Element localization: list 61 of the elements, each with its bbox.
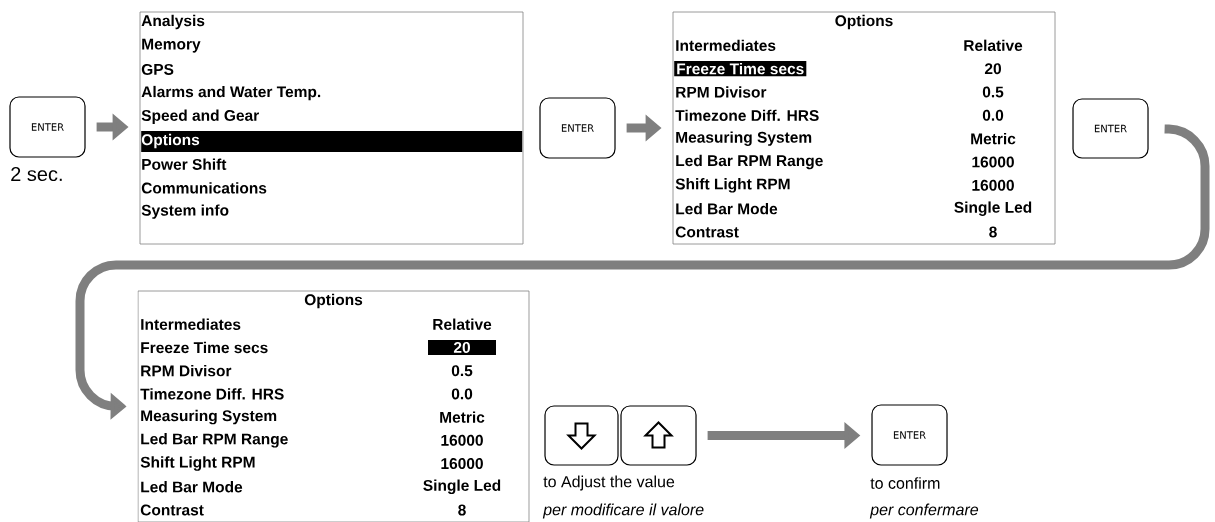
key-label: to confirm — [870, 477, 940, 489]
menu-item: Speed and Gear — [141, 109, 259, 124]
menu-screen — [139, 11, 524, 245]
setting-name: Led Bar RPM Range — [676, 154, 823, 170]
setting-name: Intermediates — [141, 318, 241, 330]
setting-name: Timezone Diff. HRS — [675, 109, 819, 122]
setting-name: Intermediates — [676, 39, 776, 52]
arrow-key — [620, 405, 697, 466]
setting-name: Measuring System — [676, 131, 812, 146]
setting-name: RPM Divisor — [676, 86, 767, 98]
enter-key: ENTER — [9, 96, 86, 158]
selected-setting: Freeze Time secs — [674, 61, 807, 77]
setting-value: 8 — [989, 226, 997, 238]
menu-item: Analysis — [141, 14, 205, 30]
setting-value: Single Led — [954, 201, 1032, 216]
setting-value: 0.0 — [451, 388, 473, 400]
key-label: per confermare — [869, 503, 979, 519]
setting-value: 0.5 — [982, 86, 1004, 98]
enter-key: ENTER — [871, 404, 948, 466]
setting-name: Led Bar Mode — [141, 481, 243, 493]
setting-value: 8 — [458, 504, 466, 516]
enter-key: ENTER — [1072, 98, 1149, 159]
setting-name: Led Bar RPM Range — [141, 433, 288, 448]
setting-value: Single Led — [423, 479, 501, 495]
setting-name: Timezone Diff. HRS — [140, 388, 284, 400]
setting-value: 0.5 — [451, 365, 473, 377]
key-label: per modificare il valore — [542, 503, 704, 519]
setting-value: 0.0 — [982, 109, 1004, 121]
setting-name: RPM Divisor — [141, 365, 232, 377]
setting-name: Contrast — [140, 504, 204, 516]
key-label: to Adjust the value — [543, 475, 675, 491]
key-label: 2 sec. — [11, 166, 62, 182]
setting-value: 16000 — [441, 434, 483, 446]
setting-value: 16000 — [972, 179, 1014, 191]
setting-name: Freeze Time secs — [141, 341, 268, 354]
menu-item: GPS — [141, 63, 174, 75]
screen-title: Options — [304, 293, 363, 309]
setting-value: Relative — [964, 39, 1023, 52]
setting-value: 16000 — [441, 458, 483, 470]
setting-value: 16000 — [972, 156, 1014, 168]
screen-title: Options — [835, 14, 893, 30]
options-screen — [672, 11, 1056, 245]
setting-name: Led Bar Mode — [676, 203, 778, 215]
menu-item: Memory — [142, 38, 201, 53]
setting-value: Relative — [433, 318, 492, 330]
enter-key: ENTER — [539, 97, 616, 159]
selected-value: 20 — [428, 339, 496, 355]
setting-value: 20 — [984, 63, 1001, 75]
menu-item: Communications — [141, 182, 267, 194]
setting-value: Metric — [971, 133, 1016, 145]
setting-name: Shift Light RPM — [140, 456, 255, 471]
setting-value: Metric — [440, 411, 485, 423]
menu-item: System info — [141, 204, 229, 219]
setting-name: Shift Light RPM — [675, 178, 790, 193]
arrow-key — [544, 405, 619, 466]
setting-name: Measuring System — [141, 409, 277, 425]
menu-item: Power Shift — [142, 158, 227, 170]
setting-name: Contrast — [675, 226, 739, 238]
menu-item: Alarms and Water Temp. — [141, 85, 321, 101]
selected-menu-item: Options — [141, 131, 523, 152]
options-screen — [137, 290, 530, 522]
